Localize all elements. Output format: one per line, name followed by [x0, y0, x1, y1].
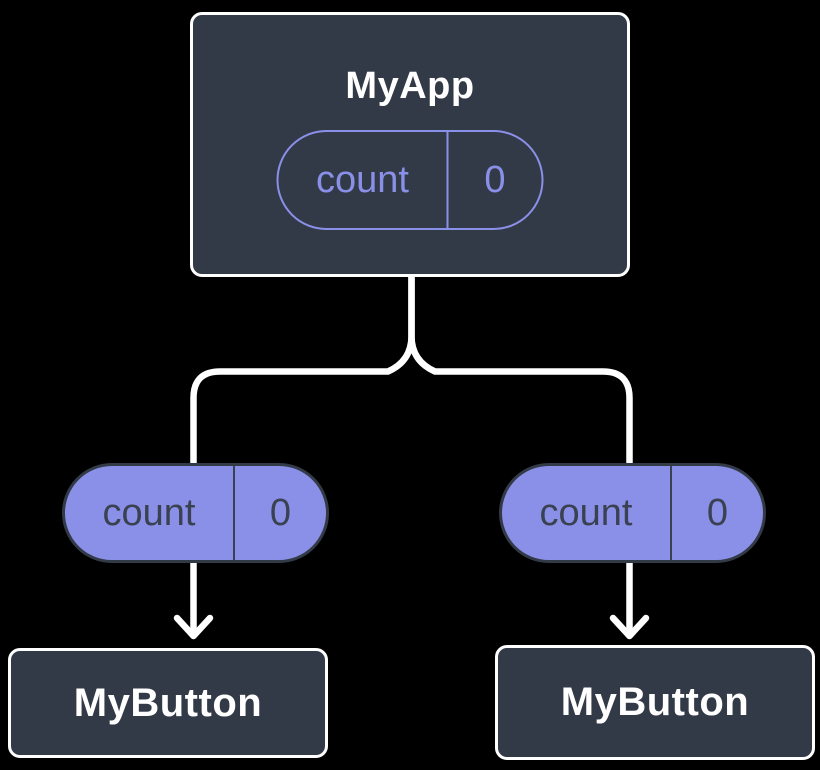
button-node-left: MyButton — [8, 648, 328, 758]
arrow-right-head — [609, 614, 650, 640]
prop-pill-right-value: 0 — [670, 466, 763, 560]
connector-branch-right — [408, 272, 633, 466]
app-node-title: MyApp — [345, 65, 475, 107]
prop-pill-right-label: count — [539, 491, 633, 534]
state-pill-label: count — [316, 158, 409, 201]
state-pill-value: 0 — [446, 132, 542, 228]
app-node: MyApp count 0 — [190, 12, 630, 277]
prop-pill-left: count 0 — [62, 463, 329, 563]
prop-pill-left-label: count — [102, 491, 196, 534]
app-state-pill: count 0 — [276, 130, 544, 230]
connector-branch-left — [190, 272, 415, 466]
arrow-left-head — [173, 614, 214, 640]
prop-pill-right: count 0 — [499, 463, 766, 563]
button-node-left-title: MyButton — [73, 680, 263, 725]
prop-pill-left-value: 0 — [233, 466, 326, 560]
button-node-right-title: MyButton — [560, 680, 750, 724]
button-node-right: MyButton — [495, 645, 815, 760]
